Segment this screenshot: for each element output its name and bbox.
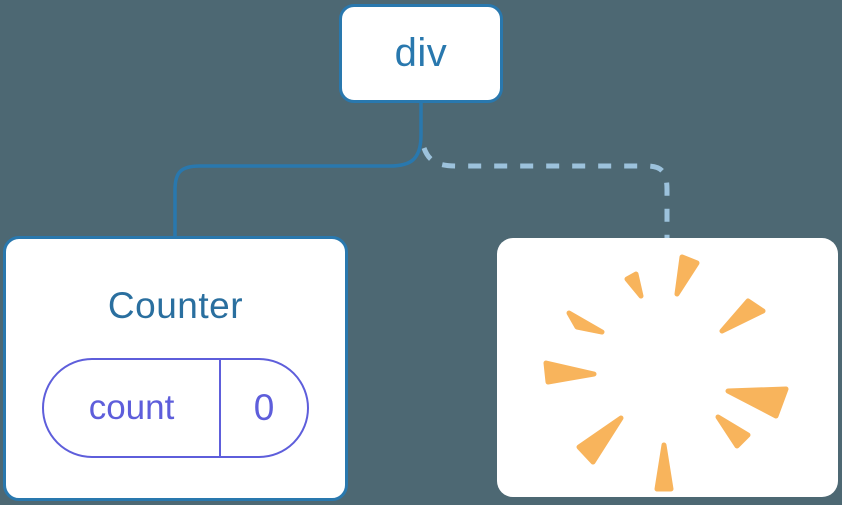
state-key-label: count	[88, 388, 175, 427]
state-pill-divider	[219, 360, 221, 456]
removed-component-card	[497, 238, 838, 497]
poof-burst-icon	[543, 254, 789, 492]
state-pill: count 0	[42, 358, 309, 458]
counter-component-card: Counter count 0	[3, 236, 348, 501]
edge-dashed-connector	[421, 147, 670, 239]
edge-solid-connector	[173, 103, 423, 237]
state-value-label: 0	[253, 387, 275, 428]
root-node-div: div	[339, 4, 503, 103]
root-node-label: div	[394, 31, 448, 75]
counter-title: Counter	[107, 285, 244, 326]
